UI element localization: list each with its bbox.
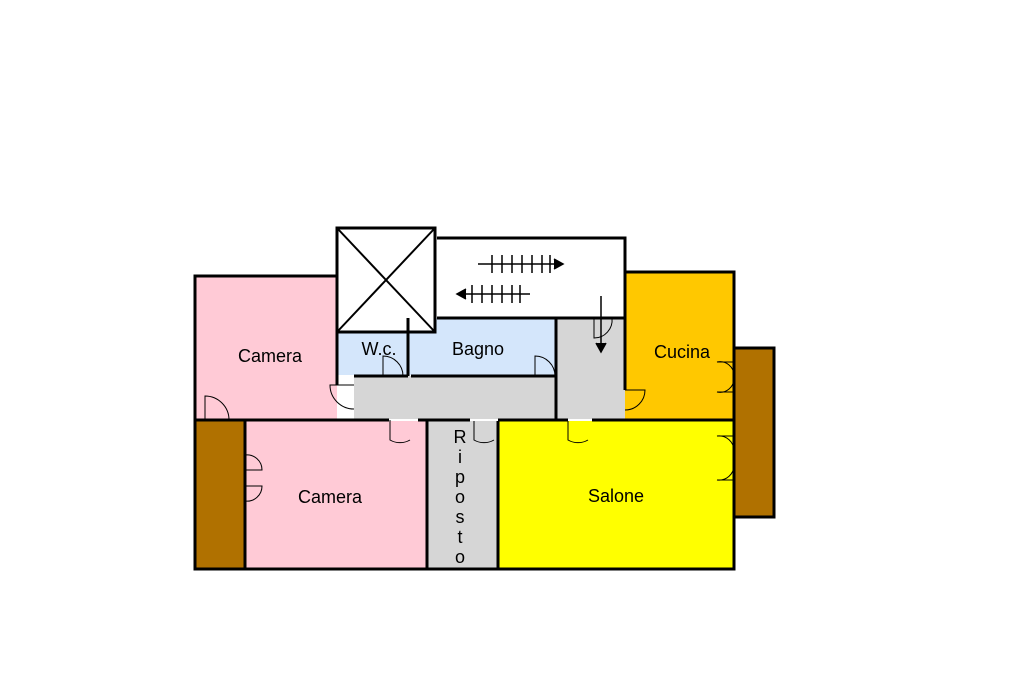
label-bagno: Bagno [452,339,504,359]
stair-flight-up [478,255,565,273]
label-cucina: Cucina [654,342,711,362]
room-ripostiglio [427,421,498,569]
label-camera-bottom: Camera [298,487,363,507]
stair-landing-arrow [595,296,607,354]
label-wc: W.c. [362,339,397,359]
walls [193,236,736,571]
balcony-left [196,421,245,569]
room-cucina [625,272,734,420]
label-salone: Salone [588,486,644,506]
room-camera-top [195,276,337,420]
room-salone [498,421,734,569]
stair-flight-down [455,285,530,303]
elevator-cross-2 [336,227,436,333]
balcony-right [732,346,776,519]
room-wc [337,333,408,375]
room-camera-bottom [245,421,427,569]
label-camera-top: Camera [238,346,303,366]
stairwell [437,238,625,318]
doors [204,317,735,502]
elevator-outline [335,226,437,334]
